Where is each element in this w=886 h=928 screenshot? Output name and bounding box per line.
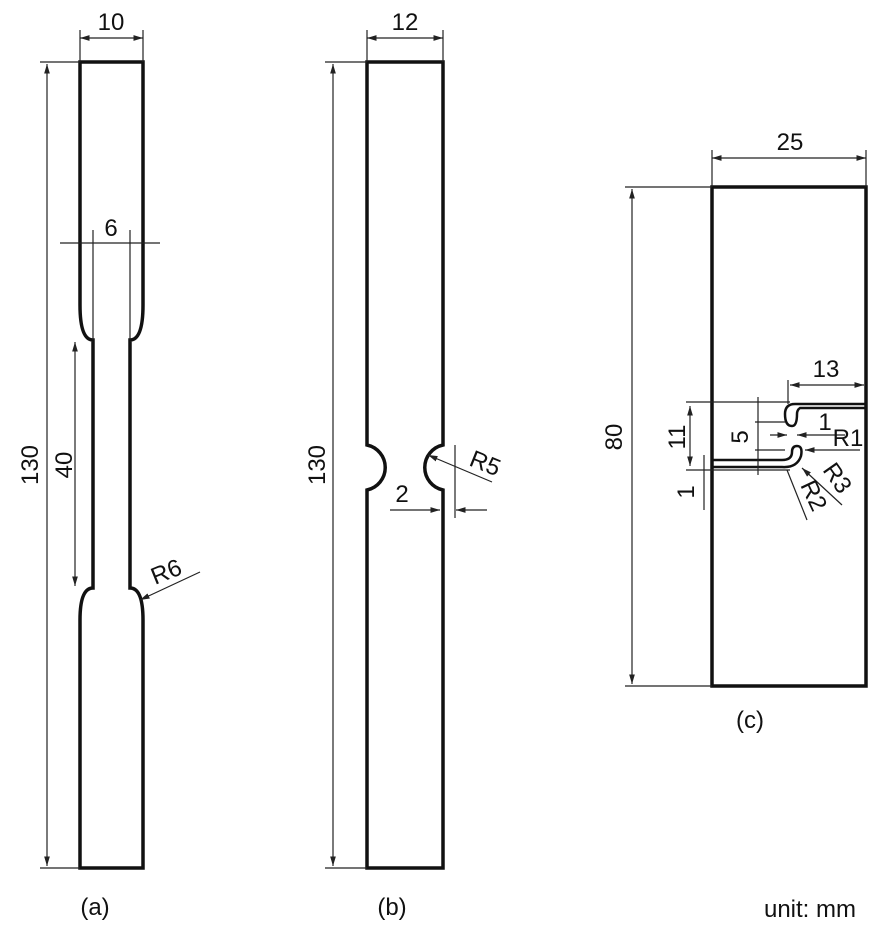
dim-length: 130 <box>17 445 44 485</box>
specimen-a: 10 6 130 40 R6 (a) <box>17 9 201 921</box>
specimen-c: 25 80 13 11 5 1 R1 R3 R2 1 (c) <box>601 129 868 734</box>
dim-width: 12 <box>392 9 419 36</box>
dim-length: 130 <box>304 445 331 485</box>
dim-length: 80 <box>601 424 628 451</box>
caption-b: (b) <box>377 894 406 921</box>
dim-r1: R1 <box>833 425 864 452</box>
dim-radius: R5 <box>466 446 505 483</box>
dim-width: 10 <box>98 9 125 36</box>
dim-one-bottom: 1 <box>673 485 700 498</box>
dim-radius: R6 <box>147 554 186 591</box>
dim-neck: 6 <box>104 215 117 242</box>
dim-gauge: 40 <box>51 452 78 479</box>
dim-depth: 2 <box>395 481 408 508</box>
dim-width: 25 <box>777 129 804 156</box>
dim-inner: 5 <box>727 430 754 443</box>
unit-label: unit: mm <box>764 896 856 923</box>
caption-c: (c) <box>736 707 764 734</box>
dim-gap: 11 <box>664 425 691 450</box>
dim-one-top: 1 <box>818 409 831 436</box>
specimen-b: 12 130 2 R5 (b) <box>304 9 504 921</box>
caption-a: (a) <box>80 894 109 921</box>
dim-slot: 13 <box>813 356 840 383</box>
